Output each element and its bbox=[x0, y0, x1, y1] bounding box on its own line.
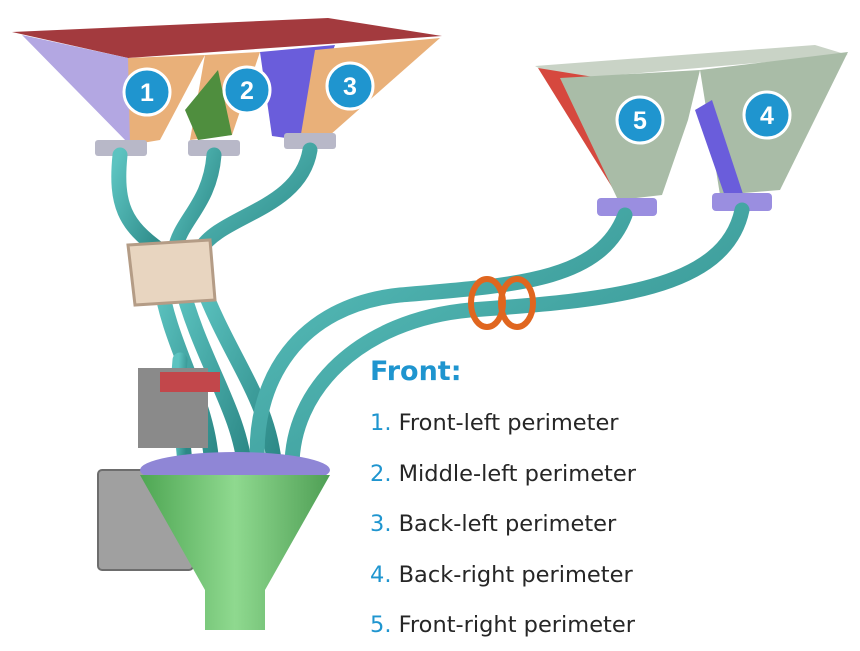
zone-badge-2: 2 bbox=[224, 67, 270, 113]
zone-badge-5: 5 bbox=[617, 97, 663, 143]
legend-item-number: 3. bbox=[370, 511, 391, 537]
legend-item-number: 5. bbox=[370, 612, 391, 638]
hose-manifold bbox=[128, 240, 215, 305]
badge-number: 4 bbox=[760, 102, 774, 130]
blower-unit bbox=[98, 368, 330, 630]
legend-item: 5. Front-right perimeter bbox=[370, 600, 636, 651]
hose-zone-1 bbox=[119, 155, 160, 250]
legend-item-text: Front-right perimeter bbox=[399, 612, 635, 638]
legend-item-text: Back-left perimeter bbox=[399, 511, 617, 537]
legend-item-number: 4. bbox=[370, 562, 391, 588]
legend-item-number: 2. bbox=[370, 461, 391, 487]
legend-item-number: 1. bbox=[370, 410, 391, 436]
legend-item-text: Front-left perimeter bbox=[399, 410, 619, 436]
legend-list: 1. Front-left perimeter 2. Middle-left p… bbox=[370, 398, 636, 651]
zone-badge-4: 4 bbox=[744, 92, 790, 138]
badge-number: 1 bbox=[140, 79, 154, 107]
badge-number: 3 bbox=[343, 73, 357, 101]
zone-badge-3: 3 bbox=[327, 63, 373, 109]
zone-badge-1: 1 bbox=[124, 69, 170, 115]
right-diffuser-assembly bbox=[535, 45, 848, 216]
badge-number: 2 bbox=[240, 77, 254, 105]
badge-number: 5 bbox=[633, 107, 647, 135]
legend-title: Front: bbox=[370, 352, 636, 392]
zone-legend: Front: 1. Front-left perimeter 2. Middle… bbox=[370, 352, 636, 651]
legend-item-text: Back-right perimeter bbox=[399, 562, 633, 588]
legend-item: 4. Back-right perimeter bbox=[370, 550, 636, 601]
legend-item: 3. Back-left perimeter bbox=[370, 499, 636, 550]
legend-item: 1. Front-left perimeter bbox=[370, 398, 636, 449]
legend-item: 2. Middle-left perimeter bbox=[370, 449, 636, 500]
legend-item-text: Middle-left perimeter bbox=[399, 461, 636, 487]
blower-red-part bbox=[160, 372, 220, 392]
